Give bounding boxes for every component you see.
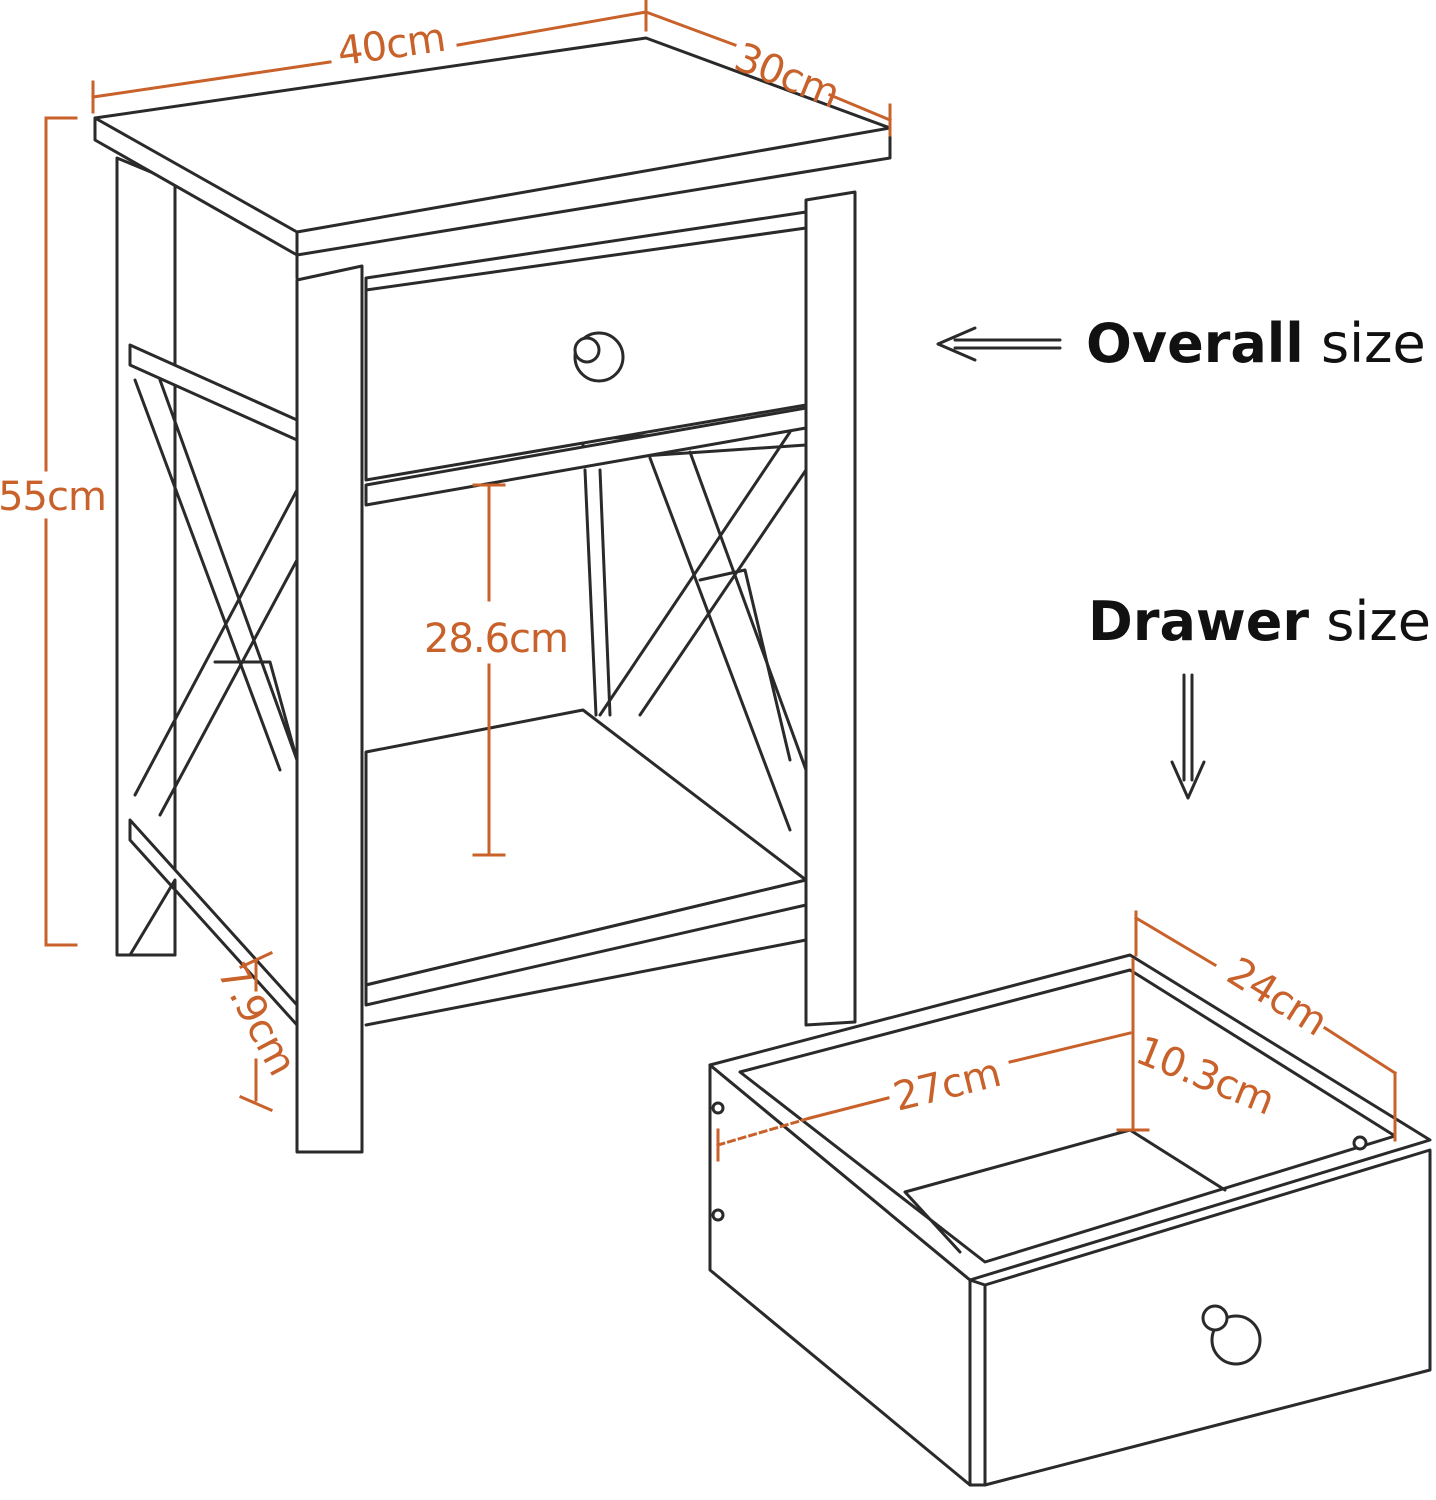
width-label: 40cm [335,15,448,76]
lower-shelf-front [364,878,808,1007]
table-top-edge [93,116,892,280]
drawer-width-projection [716,1116,812,1147]
back-right-leg [804,190,857,1027]
width-dimension-line [91,0,648,114]
left-arrow-icon [936,326,1062,362]
drawer-size-label: Drawer size [1088,590,1431,653]
drawer-height-dimension-line [1116,958,1150,1132]
front-left-leg [295,264,364,1154]
drawer-knob [573,331,625,383]
shelf-gap-dimension-line [472,483,506,857]
height-label: 55cm [0,474,106,520]
drawer-depth-dimension-line [1133,910,1398,1142]
leg-height-dimension-line [239,951,273,1112]
down-arrow-icon [1170,673,1206,800]
open-drawer-illustration [708,953,1432,1487]
right-x-brace-corner [698,568,792,762]
left-x-brace-b [133,488,299,817]
right-x-brace-b [648,450,808,832]
open-drawer-knob [1201,1304,1262,1366]
right-x-brace-c [598,430,808,717]
left-x-brace-corner [213,660,299,762]
drawer-bottom-rail [364,406,808,507]
table-top [93,36,892,257]
dimension-lines [44,0,1398,1162]
drawer-back [708,953,1432,1282]
drawer-front-panel-edge [968,1278,987,1487]
depth-dimension-line [644,10,892,137]
shelf-gap-label: 28.6cm [424,616,568,662]
height-dimension-line [44,116,78,947]
shelf-front-rail [364,938,808,1027]
right-x-brace-a [583,468,612,717]
overall-size-label: Overall size [1086,312,1426,375]
left-leg-foot [128,878,177,957]
left-x-brace-a [133,378,299,772]
back-left-leg [115,156,177,957]
drawer-front-inner [364,226,808,292]
